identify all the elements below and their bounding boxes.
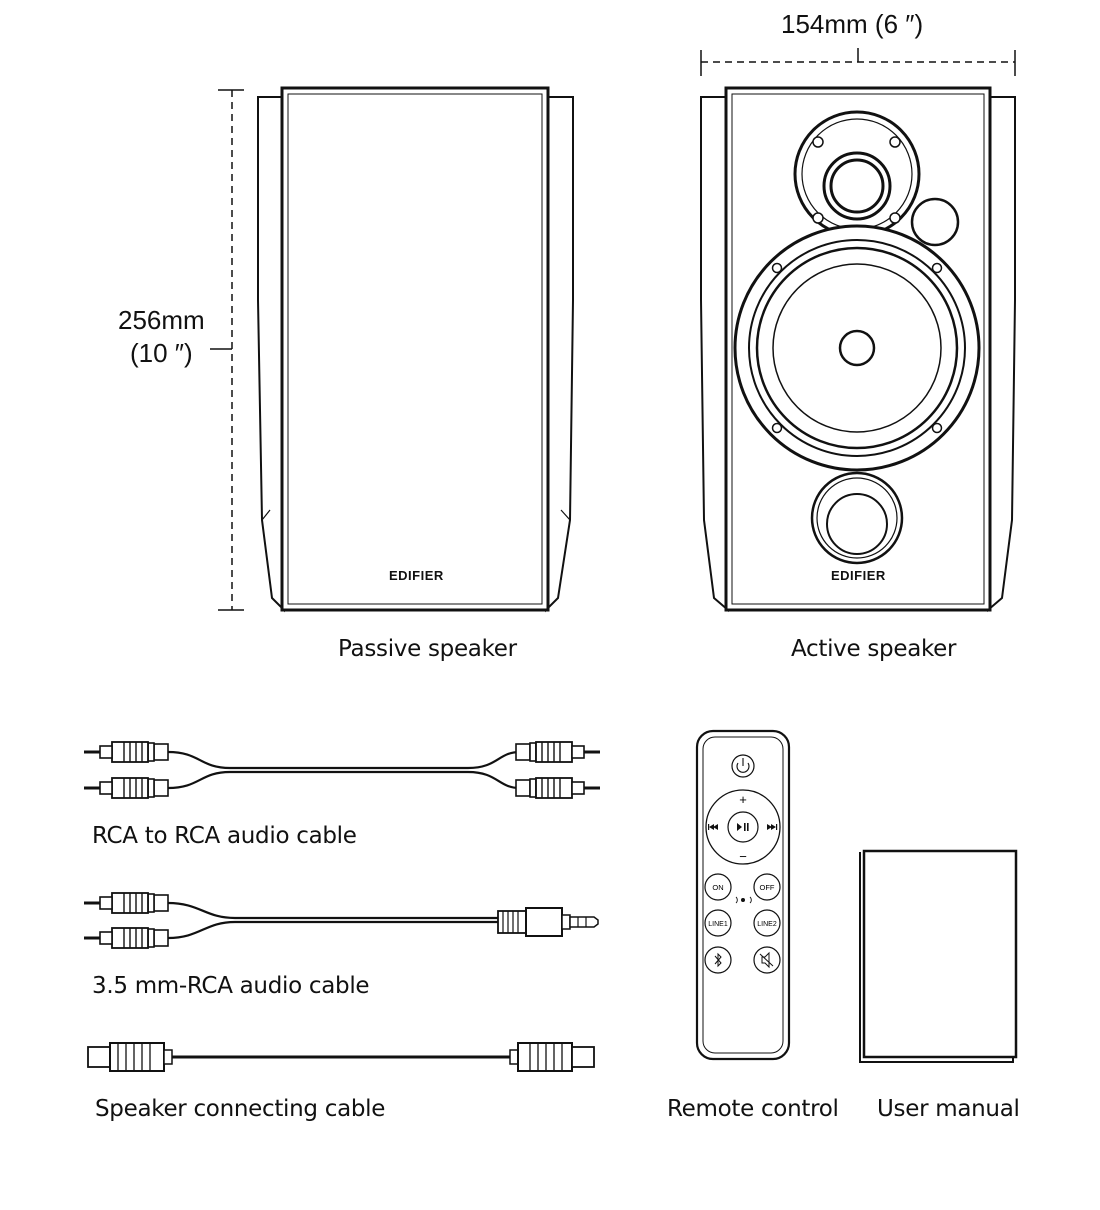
rca-plug-icon bbox=[514, 740, 602, 764]
passive-speaker bbox=[257, 86, 574, 613]
jack-plug-icon bbox=[497, 907, 599, 937]
sensor-window bbox=[910, 197, 960, 247]
speaker-connecting-cable bbox=[87, 1042, 595, 1072]
volume-down-label: − bbox=[739, 849, 747, 864]
power-icon bbox=[731, 754, 755, 778]
rca-to-rca-cable bbox=[82, 740, 602, 800]
height-dimension-label-in: (10 ″) bbox=[130, 338, 193, 368]
passive-speaker-caption: Passive speaker bbox=[338, 636, 517, 662]
rca-plug-icon bbox=[82, 926, 170, 950]
height-dimension bbox=[210, 89, 244, 611]
manual-caption: User manual bbox=[877, 1096, 1020, 1122]
mute-icon bbox=[753, 946, 781, 974]
woofer bbox=[733, 224, 981, 472]
passive-speaker-logo: EDIFIER bbox=[389, 568, 444, 583]
off-button-label: OFF bbox=[760, 883, 775, 892]
optical-icon bbox=[735, 896, 752, 904]
width-dimension-label: 154mm (6 ″) bbox=[781, 9, 924, 39]
play-pause-icon bbox=[737, 823, 749, 831]
bluetooth-icon bbox=[704, 946, 732, 974]
line1-button-label: LINE1 bbox=[708, 921, 728, 928]
rca-cable-caption: RCA to RCA audio cable bbox=[92, 823, 357, 849]
rca-plug-icon bbox=[82, 740, 170, 764]
active-speaker bbox=[700, 86, 1016, 613]
previous-track-icon bbox=[708, 824, 718, 830]
remote-caption: Remote control bbox=[667, 1096, 839, 1122]
navigation-ring: + − bbox=[705, 789, 781, 865]
rca-plug-icon bbox=[514, 776, 602, 800]
rca-plug-icon bbox=[82, 776, 170, 800]
height-dimension-label-mm: 256mm bbox=[118, 305, 205, 335]
user-manual bbox=[859, 849, 1018, 1063]
line2-button-label: LINE2 bbox=[757, 921, 777, 928]
active-speaker-caption: Active speaker bbox=[791, 636, 957, 662]
next-track-icon bbox=[767, 824, 778, 830]
width-dimension bbox=[700, 48, 1016, 76]
volume-up-label: + bbox=[739, 792, 747, 807]
aux-rca-cable bbox=[82, 891, 599, 950]
aux-cable-caption: 3.5 mm-RCA audio cable bbox=[92, 973, 370, 999]
active-speaker-logo: EDIFIER bbox=[831, 568, 886, 583]
remote-control: + − ON OFF LINE1 LINE2 bbox=[695, 729, 791, 1061]
bass-port bbox=[810, 471, 904, 565]
tweeter bbox=[793, 110, 921, 238]
speaker-cable-caption: Speaker connecting cable bbox=[95, 1096, 386, 1122]
rca-plug-icon bbox=[82, 891, 170, 915]
on-button-label: ON bbox=[712, 883, 723, 892]
